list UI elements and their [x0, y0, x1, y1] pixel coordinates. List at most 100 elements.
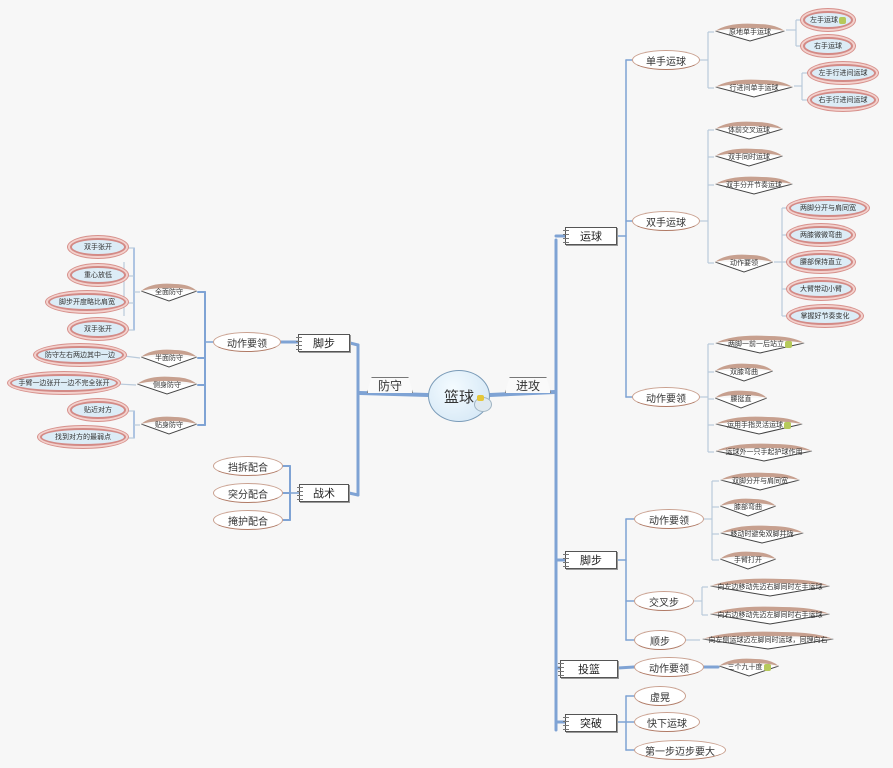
lens-cross-left[interactable]: 向左边移动先迈右脚同时左手运球 [708, 577, 832, 597]
subtopic-direct-step[interactable]: 顺步 [634, 630, 686, 650]
lens-cross-right-label: 向右边移动先迈左脚同时右手运球 [717, 611, 823, 619]
lens-two-hand-essentials-label: 动作要领 [730, 259, 758, 267]
leaf-upper-arm-drive[interactable]: 大臂带动小臂 [789, 280, 853, 298]
leaf-lower-center[interactable]: 重心放低 [70, 266, 126, 284]
subtopic-pick-and-roll[interactable]: 挡拆配合 [213, 456, 283, 476]
topic-shooting[interactable]: 投篮 [558, 660, 618, 678]
lens-full-guard[interactable]: 全面防守 [140, 282, 198, 302]
subtopic-one-hand-dribble[interactable]: 单手运球 [632, 50, 700, 70]
leaf-arm-partial-open[interactable]: 手臂一边张开一边不完全张开 [10, 374, 118, 392]
topic-breakthrough[interactable]: 突破 [563, 714, 617, 732]
leaf-right-moving-dribble[interactable]: 右手行进间运球 [810, 91, 876, 109]
leaf-guard-one-side[interactable]: 防守左右两边其中一边 [36, 346, 124, 364]
topic-offense-footwork[interactable]: 脚步 [563, 551, 617, 569]
branch-offense[interactable]: 进攻 [505, 377, 551, 393]
lens-shape [720, 551, 776, 570]
lens-half-guard-label: 半面防守 [155, 354, 183, 362]
leaf-stance-wider[interactable]: 脚步开度略比肩宽 [48, 293, 126, 311]
connector-defense [358, 391, 430, 397]
topic-dribbling[interactable]: 运球 [563, 227, 617, 245]
lens-off-hand-protect[interactable]: 运球外一只手起护球作用 [714, 442, 814, 462]
leaf-left-hand-dribble-label: 左手运球 [810, 15, 846, 25]
branch-defense[interactable]: 防守 [367, 377, 413, 393]
subtopic-drive-and-kick[interactable]: 突分配合 [213, 483, 283, 503]
lens-shape [715, 23, 785, 42]
leaf-stay-close[interactable]: 贴近对方 [70, 401, 126, 419]
lens-in-place-dribble[interactable]: 原地单手运球 [714, 22, 786, 42]
leaf-hands-open[interactable]: 双手张开 [70, 238, 126, 256]
lens-two-hand-simul-dribble[interactable]: 双手同时运球 [714, 147, 784, 167]
lens-feet-apart-label: 双脚分开与肩同宽 [732, 477, 788, 485]
subtopic-screen[interactable]: 掩护配合 [213, 510, 283, 530]
lens-shape [715, 121, 783, 140]
lens-avoid-feet-together[interactable]: 移动时避免双脚并拢 [719, 524, 805, 544]
lens-finger-dribble[interactable]: 运用手指灵活运球 [714, 415, 804, 435]
leaf-left-hand-dribble[interactable]: 左手运球 [803, 11, 853, 29]
subtopic-shooting-essentials-label: 动作要领 [649, 663, 689, 675]
lens-direct-step-label: 向左侧运球迈左脚同时运球，同理向右 [708, 636, 828, 644]
lens-two-hand-essentials[interactable]: 动作要领 [714, 253, 774, 273]
subtopic-breakthrough-fake[interactable]: 虚晃 [634, 686, 686, 706]
subtopic-direct-step-label: 顺步 [650, 636, 670, 648]
subtopic-cross-step[interactable]: 交叉步 [634, 591, 694, 611]
lens-crossover-dribble-label: 体前交叉运球 [728, 126, 770, 134]
subtopic-breakthrough-fast[interactable]: 快下运球 [634, 712, 700, 732]
leaf-rhythm-change[interactable]: 掌握好节奏变化 [789, 307, 861, 325]
lens-shape [715, 79, 793, 98]
lens-shape [137, 376, 197, 395]
leaf-find-weakness[interactable]: 找到对方的最弱点 [40, 428, 126, 446]
leaf-waist-upright[interactable]: 腰部保持直立 [789, 253, 853, 271]
subtopic-defense-essentials[interactable]: 动作要领 [213, 332, 281, 352]
subtopic-footwork-essentials[interactable]: 动作要领 [634, 509, 704, 529]
topic-defense-footwork[interactable]: 脚步 [296, 334, 350, 352]
subtopic-one-hand-dribble-label: 单手运球 [646, 56, 686, 68]
leaf-hands-open-label: 双手张开 [84, 243, 112, 251]
leaf-left-moving-dribble[interactable]: 左手行进间运球 [810, 64, 876, 82]
leaf-knees-slightly-bent-label: 两膝微微弯曲 [800, 231, 842, 239]
lens-off-hand-protect-label: 运球外一只手起护球作用 [725, 448, 803, 456]
lens-moving-dribble[interactable]: 行进间单手运球 [714, 78, 794, 98]
lens-half-guard[interactable]: 半面防守 [140, 348, 198, 368]
lens-knees-flexed[interactable]: 膝部弯曲 [719, 497, 777, 517]
lens-knees-bent[interactable]: 双膝弯曲 [714, 362, 774, 382]
leaf-right-hand-dribble-label: 右手运球 [814, 42, 842, 50]
subtopic-drive-and-kick-label: 突分配合 [228, 489, 268, 501]
subtopic-dribble-essentials-label: 动作要领 [646, 393, 686, 405]
lens-two-hand-rhythm-dribble[interactable]: 双手分开节奏运球 [714, 175, 794, 195]
subtopic-shooting-essentials[interactable]: 动作要领 [634, 657, 704, 677]
leaf-waist-upright-label: 腰部保持直立 [800, 258, 842, 266]
leaf-hands-open-2[interactable]: 双手张开 [70, 320, 126, 338]
subtopic-two-hand-dribble[interactable]: 双手运球 [632, 211, 700, 231]
topic-shooting-label: 投篮 [578, 663, 600, 676]
lens-side-guard[interactable]: 侧身防守 [136, 375, 198, 395]
leaf-right-moving-dribble-label: 右手行进间运球 [818, 96, 868, 104]
lens-crossover-dribble[interactable]: 体前交叉运球 [714, 120, 784, 140]
lens-direct-step[interactable]: 向左侧运球迈左脚同时运球，同理向右 [700, 630, 836, 650]
leaf-right-hand-dribble[interactable]: 右手运球 [803, 37, 853, 55]
leaf-stance-wider-label: 脚步开度略比肩宽 [59, 298, 115, 306]
subtopic-breakthrough-step[interactable]: 第一步迈步要大 [634, 740, 726, 760]
leaf-feet-shoulder-width[interactable]: 两脚分开与肩同宽 [789, 199, 867, 217]
subtopic-breakthrough-step-label: 第一步迈步要大 [645, 746, 715, 758]
leaf-knees-slightly-bent[interactable]: 两膝微微弯曲 [789, 226, 853, 244]
topic-tactics[interactable]: 战术 [297, 484, 349, 502]
lens-arms-open[interactable]: 手臂打开 [719, 550, 777, 570]
subtopic-breakthrough-fake-label: 虚晃 [650, 692, 670, 704]
subtopic-screen-label: 掩护配合 [228, 516, 268, 528]
lens-cross-right[interactable]: 向右边移动先迈左脚同时右手运球 [708, 605, 832, 625]
lens-avoid-feet-together-label: 移动时避免双脚并拢 [730, 530, 794, 538]
central-topic-label: 篮球 [443, 387, 474, 406]
lens-waist-straight[interactable]: 腰挺直 [714, 389, 768, 409]
subtopic-dribble-essentials[interactable]: 动作要领 [632, 387, 700, 407]
lens-feet-apart[interactable]: 双脚分开与肩同宽 [719, 471, 801, 491]
lens-feet-stance[interactable]: 两脚一前一后站立 [714, 334, 806, 354]
leaf-lower-center-label: 重心放低 [84, 271, 112, 279]
lens-three-ninety[interactable]: 三个九十度 [718, 657, 780, 677]
lens-cross-left-label: 向左边移动先迈右脚同时左手运球 [717, 583, 823, 591]
lens-shape [141, 349, 197, 368]
lens-close-guard[interactable]: 贴身防守 [140, 415, 198, 435]
note-icon [474, 395, 492, 412]
lens-shape [715, 176, 793, 195]
branch-offense-label: 进攻 [516, 379, 541, 393]
